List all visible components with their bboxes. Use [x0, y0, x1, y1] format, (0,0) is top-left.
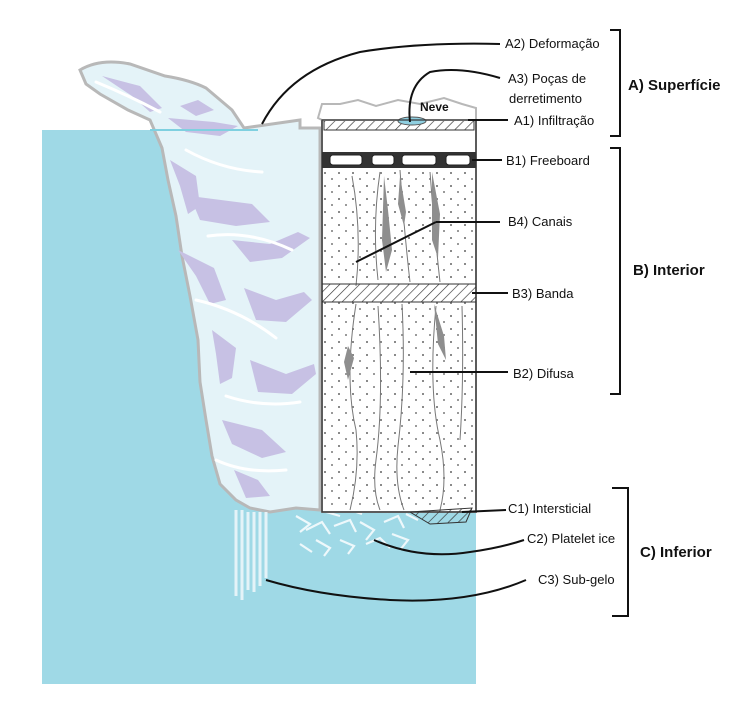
- snow-layer: [316, 96, 477, 121]
- ice-floe: [78, 60, 322, 514]
- leader-lines: [261, 42, 527, 602]
- core-border: [321, 119, 477, 513]
- ice-core: [316, 96, 477, 525]
- label-b3: B3) Banda: [512, 286, 574, 301]
- melt-pond: [397, 116, 427, 126]
- label-b4: B4) Canais: [508, 214, 573, 229]
- label-a1: A1) Infiltração: [514, 113, 594, 128]
- label-a2: A2) Deformação: [505, 36, 600, 51]
- label-c2: C2) Platelet ice: [527, 531, 615, 546]
- core-dots-lower: [324, 302, 474, 506]
- ice-surface-cracks: [94, 80, 302, 473]
- label-b1: B1) Freeboard: [506, 153, 590, 168]
- snow-label: Neve: [420, 100, 449, 114]
- label-a3-line2: derretimento: [509, 91, 582, 106]
- core-crack-lines: [349, 169, 464, 511]
- label-a3-line1: A3) Poças de: [508, 71, 586, 86]
- group-surface: A) Superfície: [628, 77, 721, 94]
- label-c3: C3) Sub-gelo: [538, 572, 615, 587]
- group-interior: B) Interior: [633, 262, 705, 279]
- freeboard-pores: [329, 154, 471, 166]
- label-b2: B2) Difusa: [513, 366, 574, 381]
- group-bottom: C) Inferior: [640, 544, 712, 561]
- label-c1: C1) Intersticial: [508, 501, 591, 516]
- ice-deformation-streaks: [102, 76, 316, 498]
- sub-ice-icicles: [234, 510, 268, 600]
- banda-layer: [321, 283, 477, 303]
- group-brackets: [610, 29, 629, 617]
